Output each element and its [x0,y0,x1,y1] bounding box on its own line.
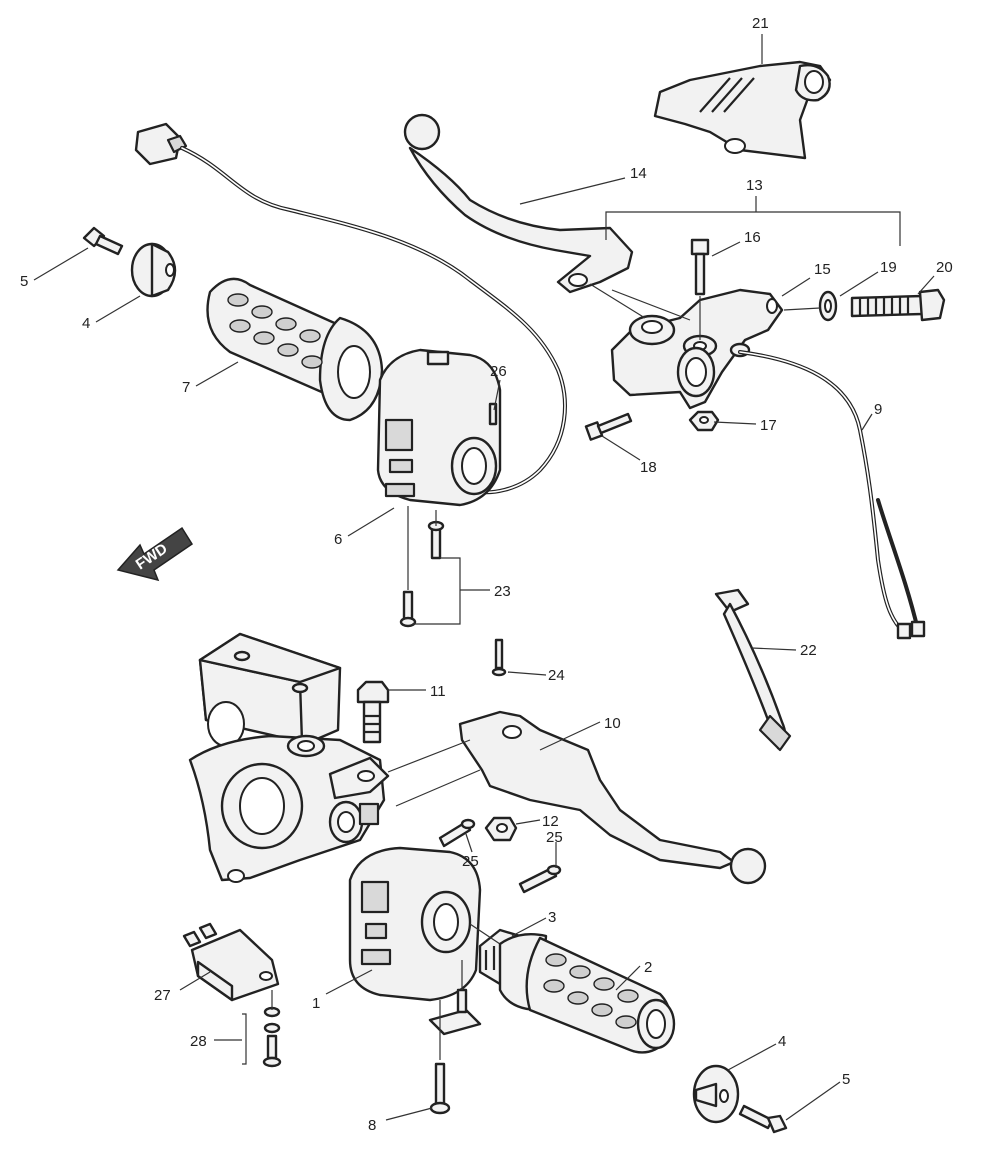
callout-6: 6 [334,531,342,548]
callout-12: 12 [542,813,559,830]
callout-23: 23 [494,583,511,600]
leader-lines [33,34,935,1121]
right-switch-housing-1-part [348,846,482,1002]
screw-set-28-part [242,990,282,1068]
callout-4-bottom: 4 [778,1033,786,1050]
pivot-bolt-11-part [356,680,390,744]
callout-1: 1 [312,995,320,1012]
callout-14: 14 [630,165,647,182]
callout-2: 2 [644,959,652,976]
callout-16: 16 [744,229,761,246]
callout-13: 13 [746,177,763,194]
switch-screws-23-part [399,506,461,628]
hose-clamp-22-part [714,588,792,752]
callout-10: 10 [604,715,621,732]
switch-bracket-part [428,960,482,1115]
callout-19: 19 [880,259,897,276]
callout-25-left: 25 [462,853,479,870]
brake-switch-27-part [182,922,280,1002]
callout-26: 26 [490,363,507,380]
callout-4-top: 4 [82,315,90,332]
callout-15: 15 [814,261,831,278]
clutch-switch-wire-part [738,350,926,640]
callout-9: 9 [874,401,882,418]
assembly-13-bracket [605,196,901,246]
right-grip-2-part [498,933,676,1054]
callout-28: 28 [190,1033,207,1050]
washer-19-part [818,290,838,322]
forward-direction-arrow: FWD [116,526,194,582]
callout-8: 8 [368,1117,376,1134]
bar-end-bolt-5b-part [738,1104,788,1134]
callout-3: 3 [548,909,556,926]
lever-cover-part [653,60,832,160]
clutch-lever-part [403,113,634,294]
callout-20: 20 [936,259,953,276]
callout-5-bottom: 5 [842,1071,850,1088]
nut-12-part [484,816,518,842]
bar-end-weight-4b-part [692,1064,740,1124]
pivot-bolt-16-part [690,238,710,340]
bar-end-bolt-5-part [82,226,124,256]
callout-17: 17 [760,417,777,434]
callout-labels: 21 14 13 16 15 19 20 5 4 7 26 17 9 18 6 … [20,15,953,1134]
left-grip-7-part [206,277,384,422]
callout-25-right: 25 [546,829,563,846]
screw-24-part [491,638,507,677]
callout-27: 27 [154,987,171,1004]
bolt-18-part [584,412,633,441]
adjuster-bolt-20-part [783,288,946,322]
callout-21: 21 [752,15,769,32]
brake-lever-10-part [387,710,767,885]
clutch-bracket-part [589,283,784,410]
callout-22: 22 [800,642,817,659]
left-switch-harness-part [134,122,567,495]
callout-24: 24 [548,667,565,684]
nut-17-part [688,410,720,432]
callout-5-top: 5 [20,273,28,290]
callout-7: 7 [182,379,190,396]
callout-11: 11 [430,683,446,700]
brake-master-cylinder-part [188,632,390,883]
bar-end-weight-4-part [130,242,177,298]
screws-25-part [438,818,562,894]
callout-18: 18 [640,459,657,476]
left-switch-housing-6-part [376,348,502,507]
